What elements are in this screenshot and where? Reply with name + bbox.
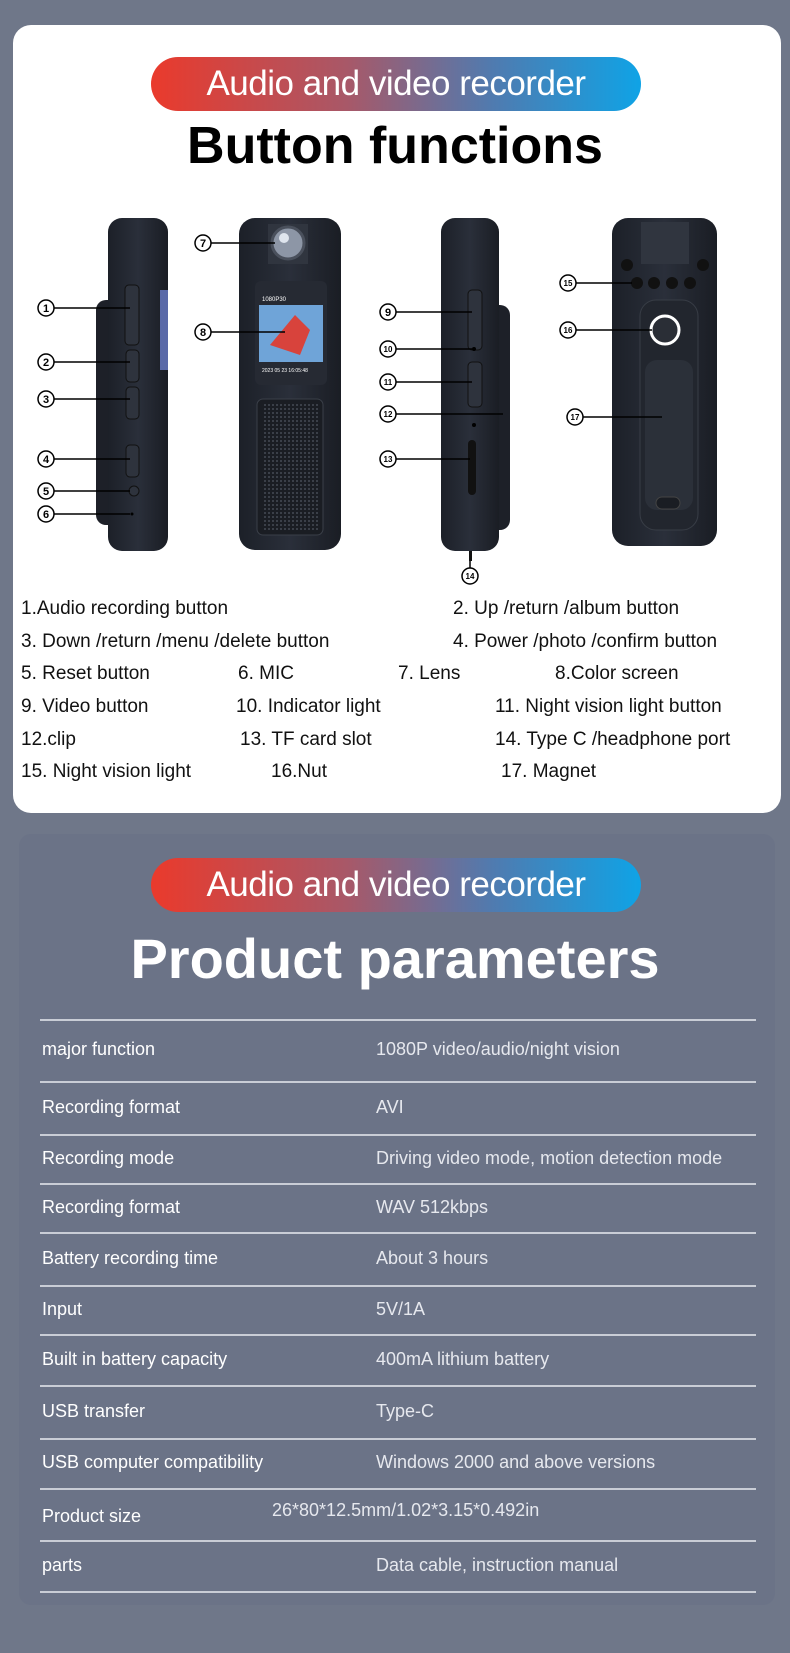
callout-14: 14 [461,567,479,585]
svg-text:15: 15 [564,279,573,288]
svg-text:2: 2 [43,357,49,369]
param-value: Data cable, instruction manual [376,1554,619,1575]
param-value: 400mA lithium battery [376,1348,550,1369]
badge-audio-video-recorder: Audio and video recorder [151,57,641,111]
callout-3: 3 [37,390,55,408]
param-value: Windows 2000 and above versions [376,1452,656,1472]
callout-7: 7 [194,234,212,252]
table-divider [40,1540,756,1542]
table-divider [40,1438,756,1440]
feature-item: 9. Video button [21,696,149,717]
feature-item: 10. Indicator light [236,696,381,717]
callout-15: 15 [559,274,577,292]
callout-12: 12 [379,405,397,423]
device-side-right-view [441,218,510,561]
table-divider [40,1081,756,1083]
device-front-view: 1080P30 2023 05 23 16:05:48 [239,218,341,550]
section-title-product-parameters: Product parameters [130,927,660,990]
product-parameters-panel [19,834,775,1605]
svg-text:5: 5 [43,486,49,498]
svg-text:1080P30: 1080P30 [262,297,287,303]
callout-6: 6 [37,505,55,523]
feature-item: 2. Up /return /album button [453,598,680,619]
feature-item: 6. MIC [238,663,294,684]
svg-text:16: 16 [564,326,573,335]
svg-text:6: 6 [43,509,49,521]
callout-8: 8 [194,323,212,341]
callout-9: 9 [379,303,397,321]
callout-16: 16 [559,321,577,339]
svg-text:9: 9 [385,307,391,319]
svg-text:10: 10 [384,345,393,354]
table-divider [40,1385,756,1387]
svg-text:11: 11 [384,378,393,387]
section-title-button-functions: Button functions [187,117,603,175]
param-value: 1080P video/audio/night vision [376,1039,620,1059]
param-value: About 3 hours [376,1247,489,1268]
feature-item: 13. TF card slot [240,729,372,750]
param-value: Driving video mode, motion detection mod… [376,1147,723,1168]
table-divider [40,1019,756,1021]
feature-item: 15. Night vision light [21,761,192,782]
param-value: WAV 512kbps [376,1196,489,1217]
param-label: Recording mode [42,1147,175,1168]
callout-4: 4 [37,450,55,468]
svg-text:2023 05 23 16:05:48: 2023 05 23 16:05:48 [262,368,308,374]
param-label: major function [42,1039,156,1059]
param-label: Recording format [42,1196,181,1217]
param-label: USB transfer [42,1400,146,1421]
svg-text:8: 8 [200,327,206,339]
callout-10: 10 [379,340,397,358]
table-divider [40,1591,756,1593]
param-label: parts [42,1554,83,1575]
feature-item: 11. Night vision light button [495,696,722,717]
table-divider [40,1285,756,1287]
param-label: Input [42,1298,83,1319]
svg-text:3: 3 [43,394,49,406]
table-divider [40,1488,756,1490]
table-divider [40,1334,756,1336]
param-label: Product size [42,1506,142,1526]
feature-item: 1.Audio recording button [21,598,229,619]
badge-audio-video-recorder-2: Audio and video recorder [151,858,641,912]
feature-item: 16.Nut [271,761,327,782]
device-back-view [612,218,717,546]
callout-17: 17 [566,408,584,426]
feature-item: 4. Power /photo /confirm button [453,631,718,652]
feature-item: 5. Reset button [21,663,150,684]
device-diagram: 1080P30 2023 05 23 16:05:48 [37,218,717,585]
table-divider [40,1134,756,1136]
param-label: Battery recording time [42,1247,219,1268]
table-divider [40,1232,756,1234]
callout-5: 5 [37,482,55,500]
callout-13: 13 [379,450,397,468]
callout-2: 2 [37,353,55,371]
svg-text:7: 7 [200,238,206,250]
feature-item: 7. Lens [398,663,461,684]
param-label: Recording format [42,1096,181,1117]
param-value: 5V/1A [376,1298,426,1319]
param-value: Type-C [376,1400,435,1421]
feature-item: 8.Color screen [555,663,679,684]
svg-text:13: 13 [384,455,393,464]
svg-text:4: 4 [43,454,50,466]
feature-item: 14. Type C /headphone port [495,729,731,750]
callout-11: 11 [379,373,397,391]
device-side-left-view [96,218,168,551]
svg-text:1: 1 [43,303,49,315]
svg-text:17: 17 [571,413,580,422]
table-divider [40,1183,756,1185]
param-label: USB computer compatibility [42,1452,264,1472]
param-value: 26*80*12.5mm/1.02*3.15*0.492in [272,1500,540,1520]
callout-1: 1 [37,299,55,317]
feature-item: 3. Down /return /menu /delete button [21,631,330,652]
svg-text:12: 12 [384,410,393,419]
feature-item: 12.clip [21,729,76,750]
param-value: AVI [376,1096,404,1117]
svg-text:14: 14 [466,572,475,581]
feature-item: 17. Magnet [501,761,597,782]
param-label: Built in battery capacity [42,1348,228,1369]
